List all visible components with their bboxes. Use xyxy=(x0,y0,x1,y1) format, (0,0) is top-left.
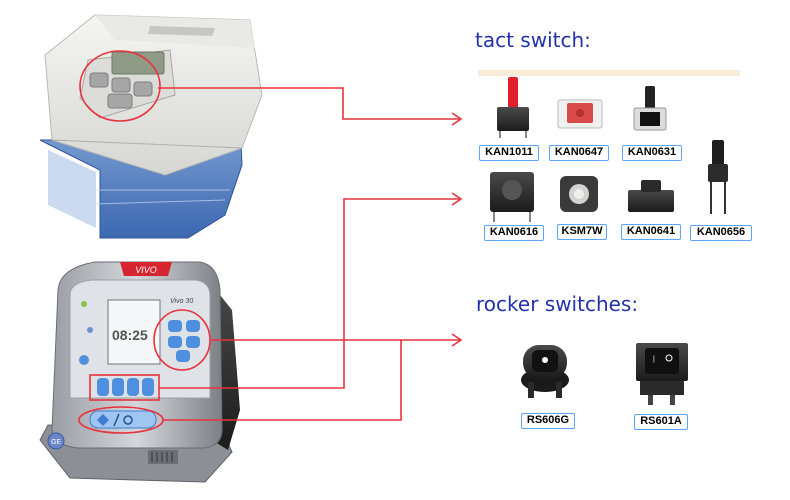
vivo-device-2: VIVO Vivo 30 08:25 GE xyxy=(39,261,240,483)
label-kan1011: KAN1011 xyxy=(479,145,539,161)
tact-switch-kan0631-image xyxy=(633,86,667,131)
rocker-switch-rs606g-image xyxy=(521,345,569,398)
tact-switch-kan0641-image xyxy=(628,180,674,212)
ge-logo: GE xyxy=(51,439,61,446)
product-strip xyxy=(478,70,740,76)
vivo-screen-time: 08:25 xyxy=(112,327,148,343)
label-kan0656: KAN0656 xyxy=(690,225,752,241)
vivo-nav-buttons xyxy=(168,320,200,362)
label-kan0631: KAN0631 xyxy=(622,145,682,161)
label-rs601a: RS601A xyxy=(634,414,688,430)
cpap-device-1 xyxy=(39,14,263,239)
tact-switch-heading: tact switch: xyxy=(475,28,591,52)
vivo-logo: VIVO xyxy=(135,265,157,275)
vivo-model: Vivo 30 xyxy=(170,298,193,305)
label-rs606g: RS606G xyxy=(521,413,575,429)
rocker-switch-heading: rocker switches: xyxy=(476,292,639,316)
tact-switch-kan0647-image xyxy=(557,99,603,129)
label-kan0616: KAN0616 xyxy=(484,225,544,241)
annotations xyxy=(78,50,463,434)
tact-switch-kan1011-image xyxy=(497,77,529,138)
label-kan0647: KAN0647 xyxy=(549,145,609,161)
rocker-on-symbol: | xyxy=(653,356,655,363)
label-kan0641: KAN0641 xyxy=(621,224,681,240)
tact-switch-kan0616-image xyxy=(490,172,534,222)
tact-switch-kan0656-image xyxy=(708,140,728,214)
label-ksm7w: KSM7W xyxy=(557,224,607,240)
rocker-switch-rs601a-image: | xyxy=(636,343,688,405)
tact-switch-ksm7w-image xyxy=(560,176,598,212)
